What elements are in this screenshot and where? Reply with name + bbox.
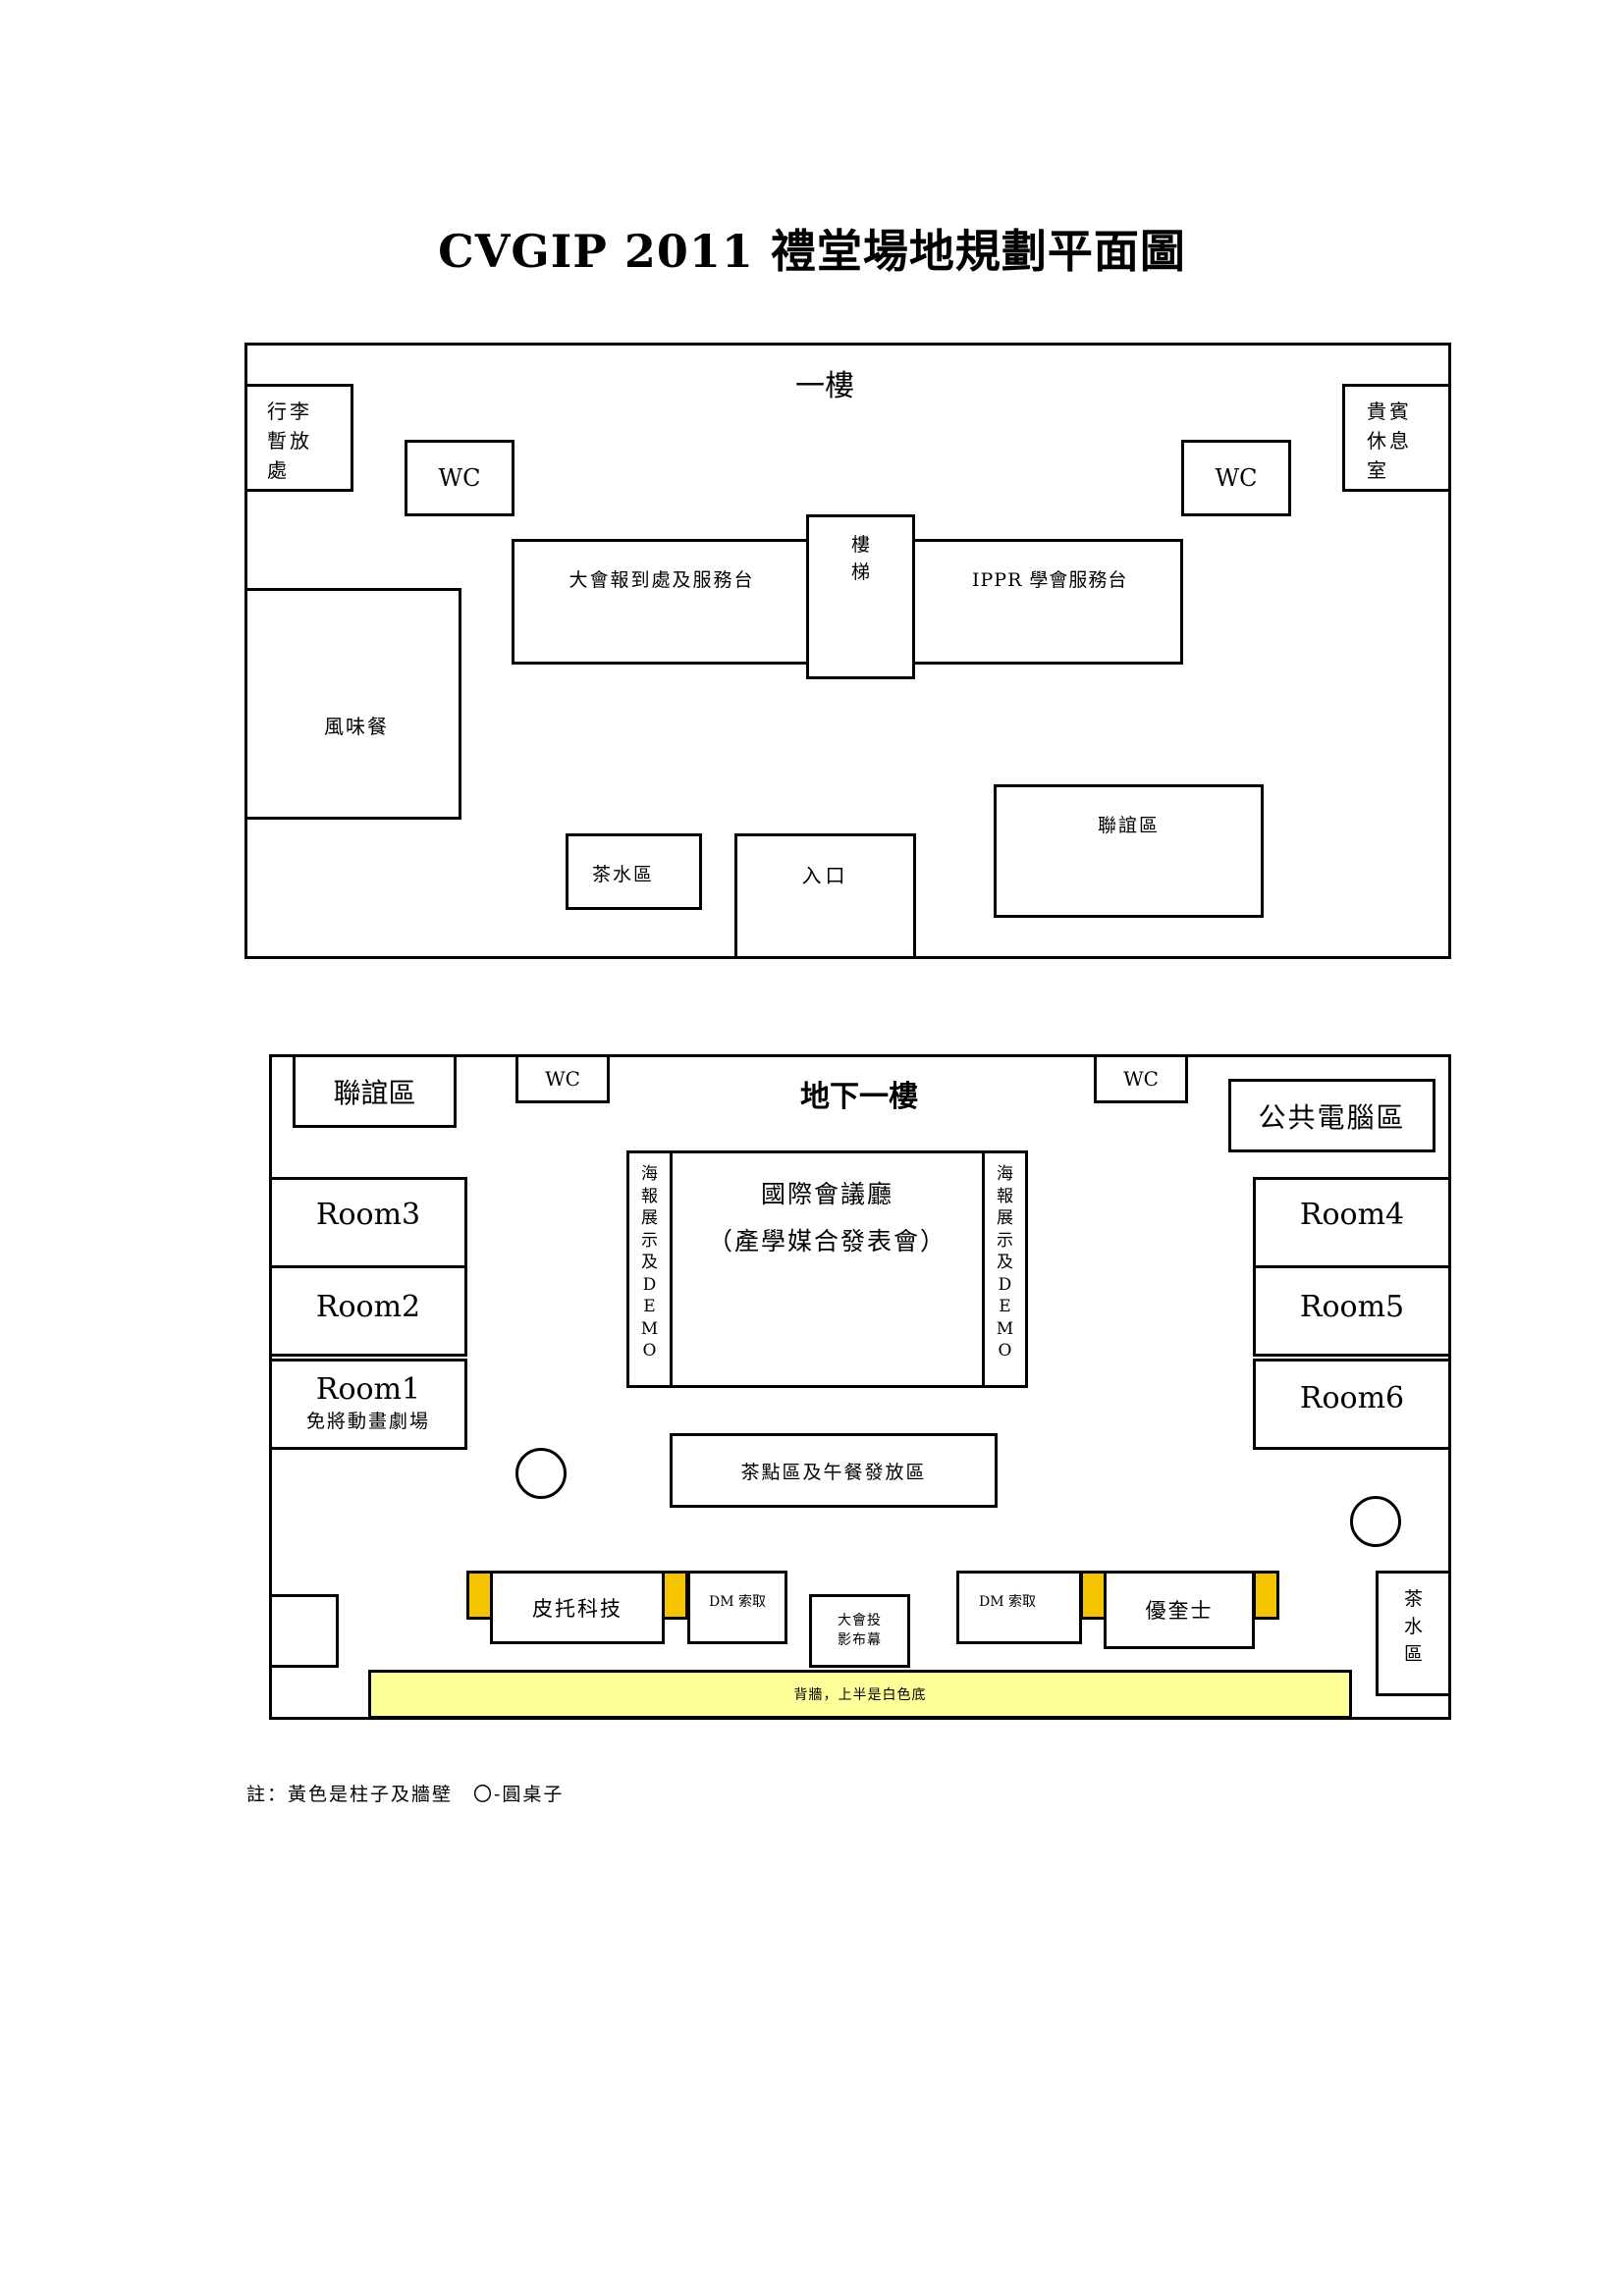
registration-desk: 大會報到處及服務台 [512,539,812,665]
sponsor-booth-label: 優奎士 [1145,1599,1214,1623]
room5: Room5 [1253,1265,1451,1357]
room3-label: Room3 [315,1198,421,1232]
conference-hall-title: 國際會議廳 [760,1180,893,1208]
projection-screen: 大會投影布幕 [809,1594,910,1668]
food-area-label: 風味餐 [324,715,389,738]
wc-floor1-right: WC [1181,440,1291,516]
ippr-desk: IPPR 學會服務台 [910,539,1183,665]
wc-label: WC [1215,464,1258,492]
page-title: CVGIP 2011 禮堂場地規劃平面圖 [438,225,1186,278]
tea-area-b1: 茶水區 [1376,1571,1451,1696]
dm-stand-left: DM 索取 [687,1571,787,1644]
room6: Room6 [1253,1359,1451,1450]
storage-box [269,1594,339,1668]
ippr-desk-label: IPPR 學會服務台 [972,569,1128,591]
stairs: 樓梯 [806,514,915,679]
registration-desk-label: 大會報到處及服務台 [568,569,755,591]
social-area-label: 聯誼區 [333,1076,416,1109]
conference-hall: 國際會議廳 （產學媒合發表會） [626,1150,1028,1388]
wc-label: WC [1123,1067,1159,1091]
floor-b1-label: 地下一樓 [800,1080,918,1114]
wc-b1-right: WC [1094,1054,1188,1103]
social-area-label: 聯誼區 [1097,815,1160,836]
pillar [1080,1571,1107,1620]
entrance-label: 入口 [801,864,849,887]
room1: Room1 免將動畫劇場 [269,1359,467,1450]
projection-screen-label: 大會投影布幕 [838,1613,882,1648]
vip-lounge: 貴賓休息室 [1342,384,1451,492]
wc-label: WC [438,464,481,492]
legend-note: 註：黃色是柱子及牆壁 〇-圓桌子 [246,1784,565,1805]
public-pc-area: 公共電腦區 [1228,1079,1435,1152]
room3: Room3 [269,1177,467,1268]
luggage-room: 行李暫放處 [244,384,353,492]
room2-label: Room2 [315,1290,421,1324]
tea-area-label: 茶水區 [1403,1588,1423,1665]
poster-demo-label: 海報展示及DEMO [640,1164,659,1361]
room1-subtitle: 免將動畫劇場 [305,1411,430,1432]
poster-demo-label: 海報展示及DEMO [996,1164,1014,1361]
entrance[interactable]: 入口 [734,833,916,959]
pillar [662,1571,688,1620]
snack-lunch-area: 茶點區及午餐發放區 [670,1433,998,1508]
tea-area-floor1: 茶水區 [566,833,702,910]
sponsor-booth-left: 皮托科技 [490,1571,665,1644]
wc-floor1-left: WC [405,440,514,516]
pillar [466,1571,493,1620]
wc-b1-left: WC [515,1054,610,1103]
snack-lunch-area-label: 茶點區及午餐發放區 [740,1461,927,1483]
room6-label: Room6 [1299,1381,1405,1415]
room1-label: Room1 [315,1372,421,1407]
room4: Room4 [1253,1177,1451,1268]
round-table [1350,1496,1401,1547]
room5-label: Room5 [1299,1290,1405,1324]
social-area-b1: 聯誼區 [293,1054,457,1128]
sponsor-booth-label: 皮托科技 [532,1596,623,1621]
wc-label: WC [545,1067,580,1091]
back-wall: 背牆，上半是白色底 [368,1670,1352,1719]
dm-stand-label: DM 索取 [979,1594,1037,1610]
poster-demo-left: 海報展示及DEMO [626,1150,673,1388]
stairs-label: 樓梯 [850,534,870,583]
tea-area-label: 茶水區 [592,864,655,885]
sponsor-booth-right: 優奎士 [1104,1571,1255,1649]
social-area-floor1: 聯誼區 [994,784,1264,918]
room2: Room2 [269,1265,467,1357]
luggage-room-label: 行李暫放處 [267,400,312,482]
dm-stand-right: DM 索取 [956,1571,1082,1644]
poster-demo-right: 海報展示及DEMO [982,1150,1028,1388]
pillar [1253,1571,1279,1620]
back-wall-label: 背牆，上半是白色底 [793,1687,927,1703]
floor1-label: 一樓 [795,369,854,403]
conference-hall-subtitle: （產學媒合發表會） [707,1227,947,1255]
round-table [515,1448,567,1499]
food-area: 風味餐 [244,588,461,820]
dm-stand-label: DM 索取 [708,1594,766,1610]
room4-label: Room4 [1299,1198,1405,1232]
vip-lounge-label: 貴賓休息室 [1367,400,1412,482]
public-pc-area-label: 公共電腦區 [1258,1100,1406,1134]
